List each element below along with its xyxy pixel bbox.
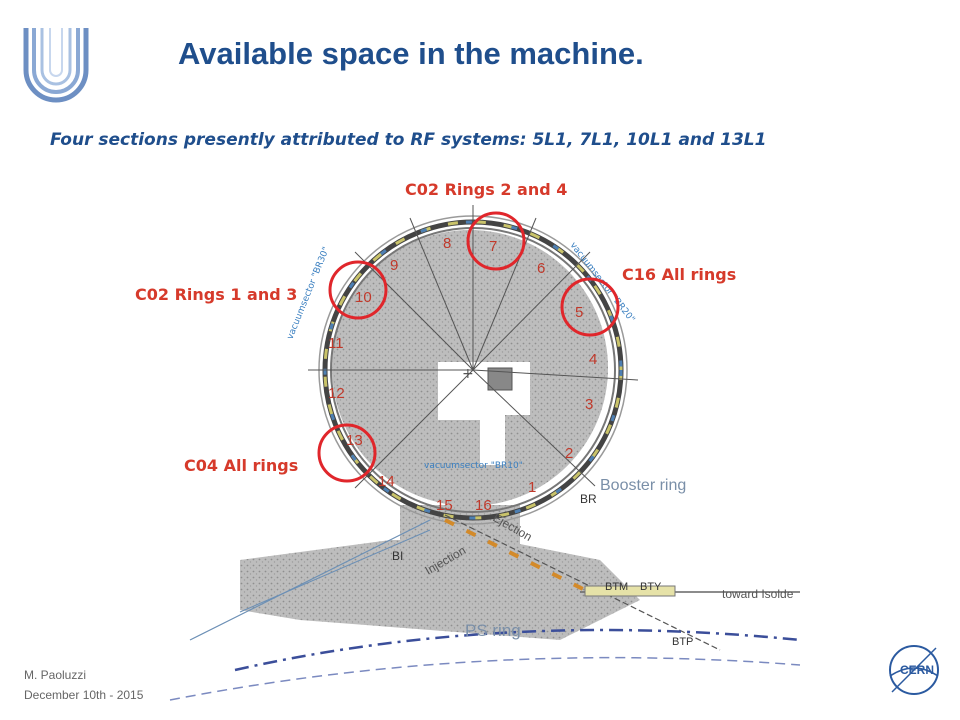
- btm-label: BTM: [605, 581, 628, 593]
- highlight-circle-7: [466, 211, 526, 271]
- section-number: 5: [575, 304, 583, 321]
- section-number: 7: [489, 238, 497, 255]
- highlight-circles: [317, 211, 620, 483]
- footer-author: M. Paoluzzi: [24, 668, 87, 682]
- section-numbers: 1 2 3 4 5 6 7 8 9 10 11 12 13 14 15 16: [328, 235, 597, 514]
- toward-isolde-label: toward Isolde: [722, 587, 794, 601]
- section-number: 4: [589, 351, 597, 368]
- section-number: 14: [378, 473, 395, 490]
- center-cross: +: [462, 366, 474, 382]
- section-number: 15: [436, 497, 453, 514]
- section-number: 12: [328, 385, 345, 402]
- section-number: 13: [346, 432, 363, 449]
- booster-ring-label: Booster ring: [600, 477, 686, 494]
- callout-c04-all-rings: C04 All rings: [184, 456, 299, 475]
- cern-logo: CERN: [889, 645, 939, 695]
- page-subtitle: Four sections presently attributed to RF…: [50, 130, 767, 150]
- section-number: 9: [390, 257, 398, 274]
- callout-c16-all-rings: C16 All rings: [622, 265, 737, 284]
- ps-ring-outer: [169, 656, 801, 701]
- central-block: [487, 367, 513, 391]
- section-number: 16: [475, 497, 492, 514]
- section-number: 3: [585, 396, 593, 413]
- footer-date: December 10th - 2015: [24, 688, 144, 702]
- highlight-circle-13: [317, 423, 377, 483]
- section-number: 2: [565, 445, 573, 462]
- vacuum-sector-br10: vacuumsector "BR10": [424, 461, 523, 471]
- university-logo: [23, 28, 89, 103]
- ps-ring: [234, 628, 801, 672]
- callout-c02-rings-1-3: C02 Rings 1 and 3: [135, 285, 298, 304]
- section-number: 10: [355, 289, 372, 306]
- bi-label: BI: [392, 549, 403, 563]
- bty-label: BTY: [640, 581, 662, 593]
- section-number: 11: [328, 335, 344, 352]
- section-number: 6: [537, 260, 545, 277]
- callout-c02-rings-2-4: C02 Rings 2 and 4: [405, 180, 568, 199]
- section-dividers: [308, 205, 639, 489]
- transfer-lines: [189, 514, 800, 651]
- highlight-circle-10: [328, 260, 388, 320]
- section-number: 1: [528, 479, 536, 496]
- ps-ring-label: PS ring: [465, 621, 521, 640]
- br-label: BR: [580, 492, 597, 506]
- highlight-circle-5: [560, 277, 620, 337]
- btp-label: BTP: [672, 636, 693, 648]
- page-title: Available space in the machine.: [178, 36, 644, 71]
- section-number: 8: [443, 235, 451, 252]
- cern-logo-text: CERN: [900, 663, 934, 677]
